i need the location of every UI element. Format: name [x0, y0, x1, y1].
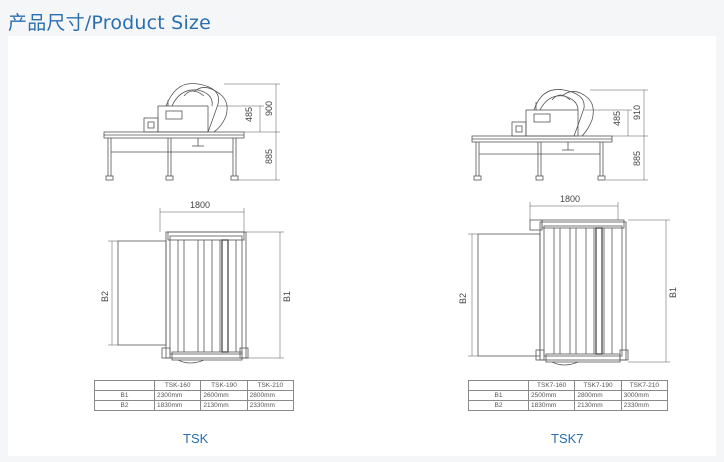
table-row: B2 1830mm 2130mm 2330mm — [94, 400, 295, 411]
table-header: TSK7-210 — [620, 380, 669, 391]
table-cell: 2130mm — [574, 400, 622, 411]
table-cell: 2800mm — [246, 390, 295, 401]
table-cell — [468, 380, 529, 391]
table-cell: 3000mm — [620, 390, 669, 401]
table-row-label: B1 — [468, 390, 529, 401]
tsk-dim-885: 885 — [264, 149, 274, 164]
tsk-dim-b1: B1 — [282, 291, 292, 302]
tsk7-dim-885: 885 — [632, 151, 642, 166]
tsk-model-label: TSK — [183, 431, 209, 446]
technical-drawings: 485 900 885 — [100, 83, 678, 366]
tsk-dim-1800: 1800 — [190, 200, 210, 210]
table-header: TSK7-190 — [574, 380, 622, 391]
tsk7-dim-b2: B2 — [458, 293, 468, 304]
table-header: TSK-160 — [153, 380, 202, 391]
table-row: B1 2300mm 2600mm 2800mm — [94, 390, 295, 401]
table-cell: 2500mm — [527, 390, 576, 401]
product-size-panel: 485 900 885 — [8, 36, 716, 456]
table-row: TSK7-160 TSK7-190 TSK7-210 — [468, 380, 669, 391]
tsk-spec-table: TSK-160 TSK-190 TSK-210 B1 2300mm 2600mm… — [94, 380, 295, 411]
tsk7-spec-table: TSK7-160 TSK7-190 TSK7-210 B1 2500mm 280… — [468, 380, 669, 411]
tsk7-dim-1800: 1800 — [560, 194, 580, 204]
page-title: 产品尺寸/Product Size — [8, 12, 211, 34]
table-row-label: B1 — [94, 390, 155, 401]
table-cell: 2130mm — [200, 400, 248, 411]
tsk-dim-485: 485 — [244, 107, 254, 122]
tsk7-model-label: TSK7 — [551, 431, 584, 446]
table-cell: 2800mm — [574, 390, 622, 401]
table-row-label: B2 — [94, 400, 155, 411]
table-cell: 2330mm — [246, 400, 295, 411]
table-header: TSK-210 — [246, 380, 295, 391]
table-cell: 2600mm — [200, 390, 248, 401]
tsk7-dim-485: 485 — [612, 111, 622, 126]
table-header: TSK7-160 — [527, 380, 576, 391]
table-row: B2 1830mm 2130mm 2330mm — [468, 400, 669, 411]
table-cell: 1830mm — [527, 400, 576, 411]
tsk7-dim-b1: B1 — [668, 287, 678, 298]
table-cell: 1830mm — [153, 400, 202, 411]
tsk-dim-b2: B2 — [100, 291, 110, 302]
tsk7-dim-910: 910 — [632, 105, 642, 120]
table-cell: 2330mm — [620, 400, 669, 411]
table-cell: 2300mm — [153, 390, 202, 401]
tsk-dim-900: 900 — [264, 101, 274, 116]
table-row-label: B2 — [468, 400, 529, 411]
table-row: B1 2500mm 2800mm 3000mm — [468, 390, 669, 401]
table-header: TSK-190 — [200, 380, 248, 391]
table-row: TSK-160 TSK-190 TSK-210 — [94, 380, 295, 391]
tsk7-top-view — [468, 202, 670, 366]
tsk-side-view — [103, 83, 280, 181]
table-cell — [94, 380, 155, 391]
tsk7-side-view — [471, 89, 648, 181]
tsk-top-view — [108, 208, 284, 364]
